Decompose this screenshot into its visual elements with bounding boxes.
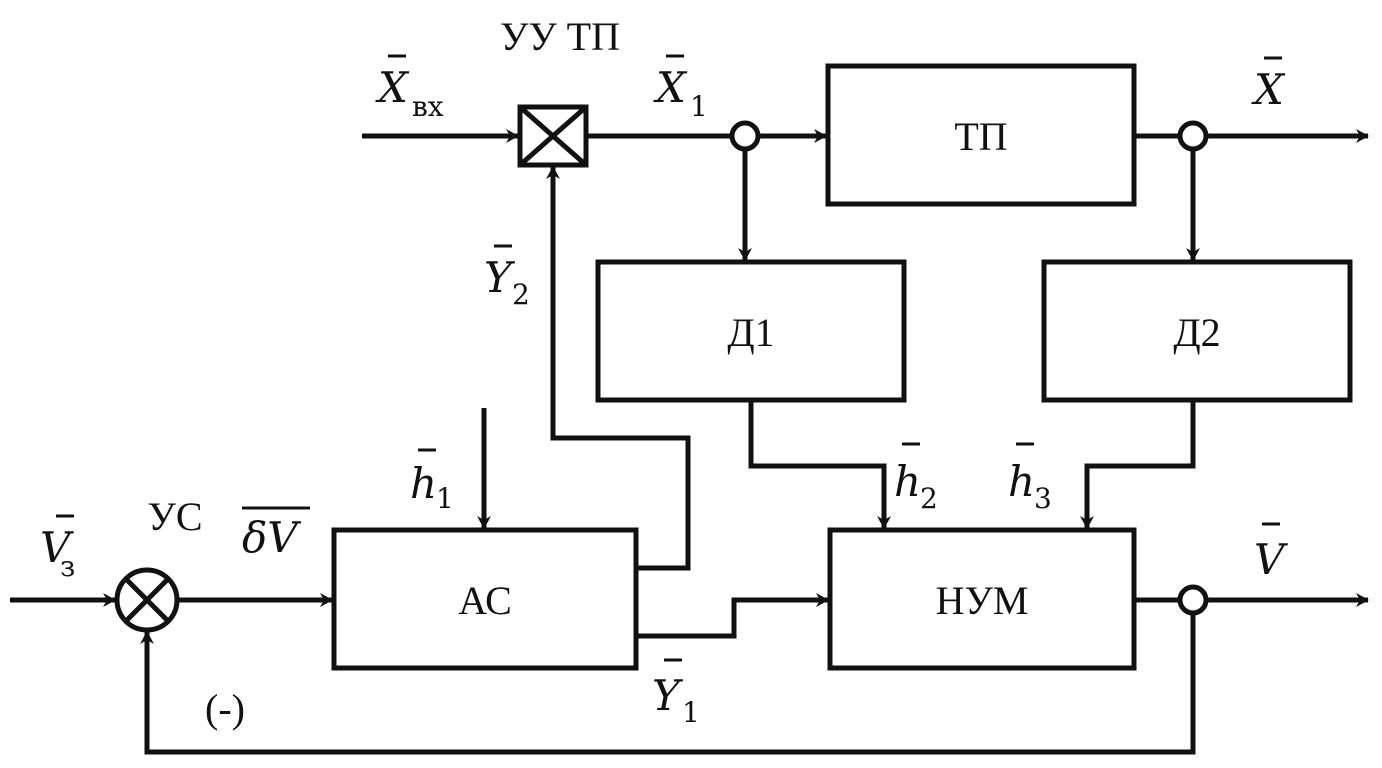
signal-label-v-set: V з [40,514,75,583]
svg-text:h: h [1008,457,1035,506]
signal-label-dv: δV [242,506,310,562]
svg-text:δV: δV [242,513,301,562]
block-as [331,527,639,671]
signal-label-h2: h 2 [894,442,938,515]
signal-label-x1: X 1 [653,54,708,123]
signal-label-y1: Y 1 [652,658,700,729]
branch-node-v [1177,584,1209,616]
svg-text:h: h [894,457,921,506]
svg-text:1: 1 [690,90,708,123]
branch-node-x [1177,120,1209,152]
signal-label-h1: h 1 [410,448,454,515]
feedback-sign: (-) [205,686,245,731]
branch-node-x1 [729,120,761,152]
svg-text:X: X [653,63,688,112]
svg-text:V: V [1254,535,1288,584]
block-d2 [1041,259,1353,403]
svg-text:X: X [375,63,410,112]
svg-text:V: V [40,523,74,572]
signal-label-v-out: V [1254,522,1288,584]
svg-text:вх: вх [412,90,444,123]
svg-text:X: X [1251,65,1286,114]
svg-text:1: 1 [436,482,454,515]
svg-text:з: з [60,550,75,583]
svg-text:Y: Y [484,253,516,302]
block-tp-label: ТП [954,114,1007,159]
feedback-line [140,613,1196,755]
block-as-label: АС [458,578,512,623]
block-d1-label: Д1 [727,310,774,355]
us-label: УС [148,494,203,539]
signal-label-x-in: X вх [375,54,444,123]
svg-text:2: 2 [512,278,530,311]
svg-text:Y: Y [652,671,684,720]
signal-label-x-out: X [1251,56,1286,114]
block-d2-label: Д2 [1173,310,1220,355]
svg-text:h: h [410,459,437,508]
signal-label-h3: h 3 [1008,442,1052,515]
uu-tp-label: УУ ТП [500,14,620,59]
svg-text:1: 1 [682,696,700,729]
svg-text:3: 3 [1034,482,1052,515]
signal-label-y2: Y 2 [484,244,530,311]
block-num-label: НУМ [936,578,1029,623]
svg-text:2: 2 [920,482,938,515]
